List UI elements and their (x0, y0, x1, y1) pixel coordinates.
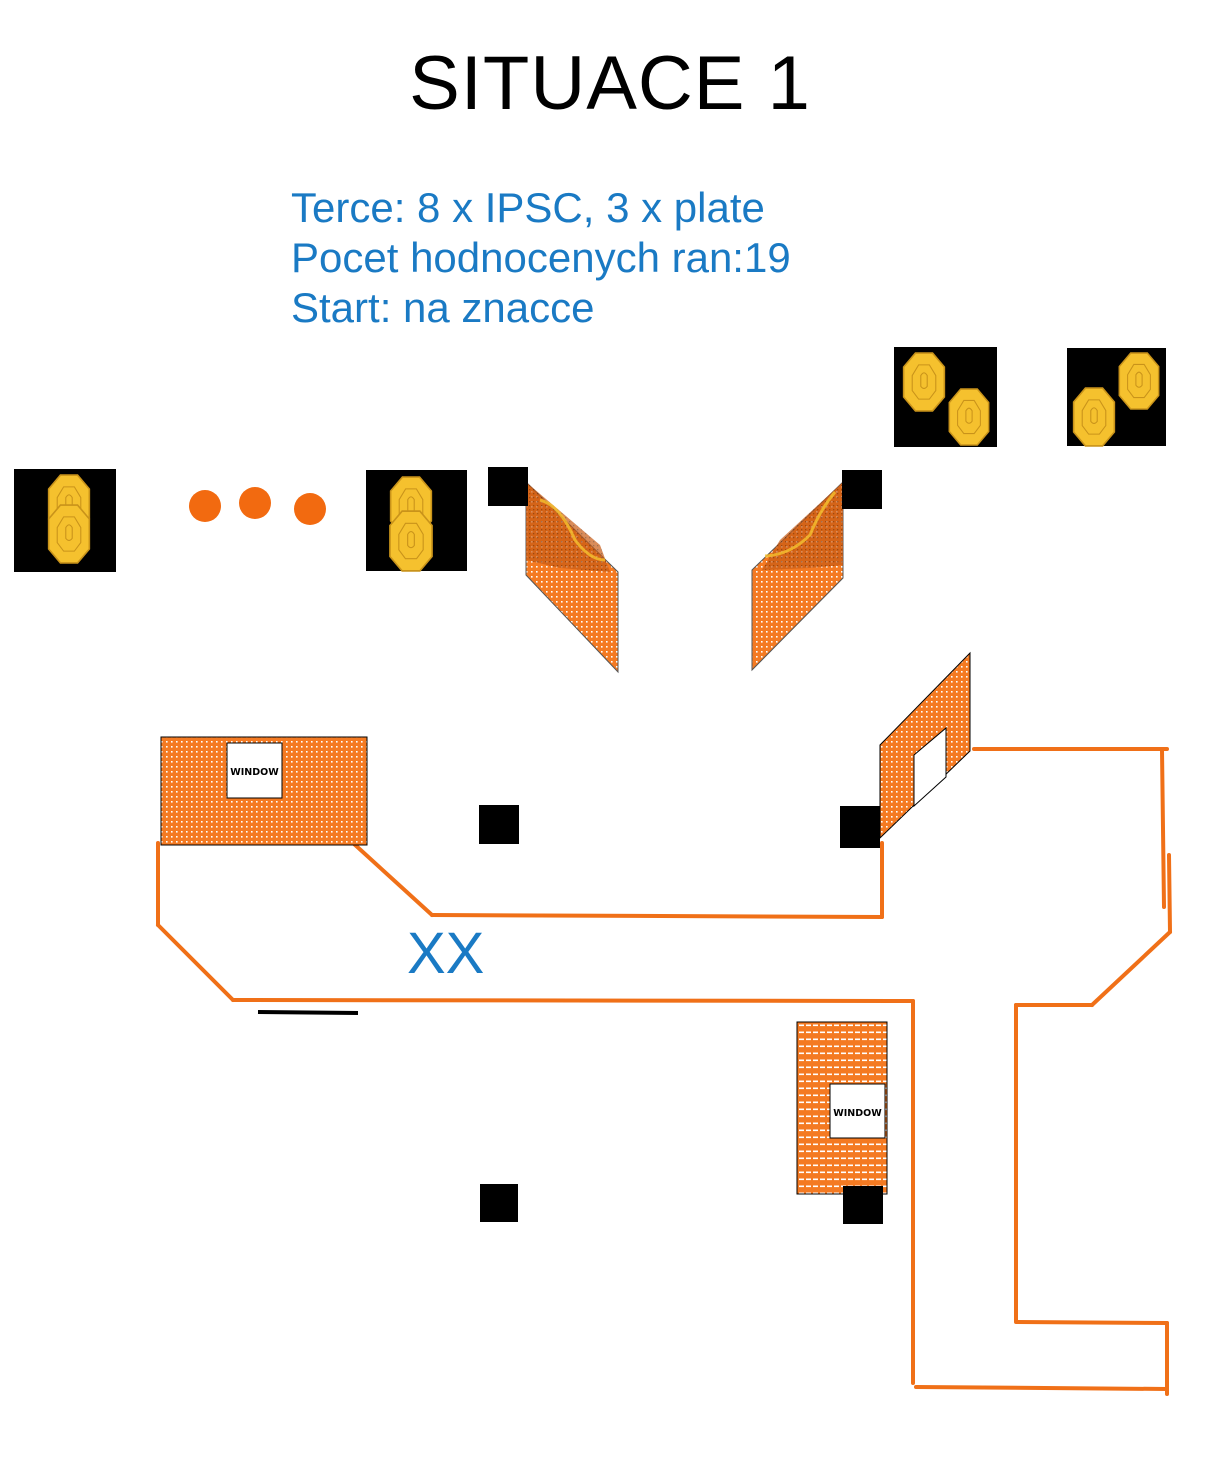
marker-5 (480, 1184, 518, 1222)
left-wall-panel: WINDOW (160, 736, 368, 846)
left-angled-barrier (525, 480, 619, 674)
window-label-lower: WINDOW (833, 1108, 882, 1119)
stage-title: SITUACE 1 (409, 41, 811, 126)
right-angled-panel (879, 651, 971, 840)
target-group-top-right-1 (894, 347, 997, 447)
info-targets: Terce: 8 x IPSC, 3 x plate (291, 184, 765, 231)
marker-6 (843, 1186, 883, 1224)
stage-info: Terce: 8 x IPSC, 3 x plate Pocet hodnoce… (291, 183, 791, 333)
info-start: Start: na znacce (291, 284, 595, 331)
plate-1 (189, 490, 221, 522)
plate-2 (239, 487, 271, 519)
black-markers (479, 467, 883, 1224)
target-group-top-right-2 (1067, 348, 1166, 447)
plate-3 (294, 493, 326, 525)
target-group-center (366, 470, 467, 572)
start-position: XX (407, 921, 485, 986)
marker-2 (842, 470, 882, 509)
target-group-left (14, 469, 116, 572)
steel-plates (189, 487, 326, 525)
marker-1 (488, 467, 528, 506)
info-rounds: Pocet hodnocenych ran:19 (291, 234, 791, 281)
lower-wall-panel: WINDOW (796, 1021, 888, 1195)
fault-line (257, 1010, 359, 1015)
right-angled-barrier (751, 480, 844, 672)
marker-3 (479, 805, 519, 844)
window-label-left: WINDOW (230, 767, 279, 778)
marker-4 (840, 806, 880, 848)
walls (156, 747, 1172, 1396)
